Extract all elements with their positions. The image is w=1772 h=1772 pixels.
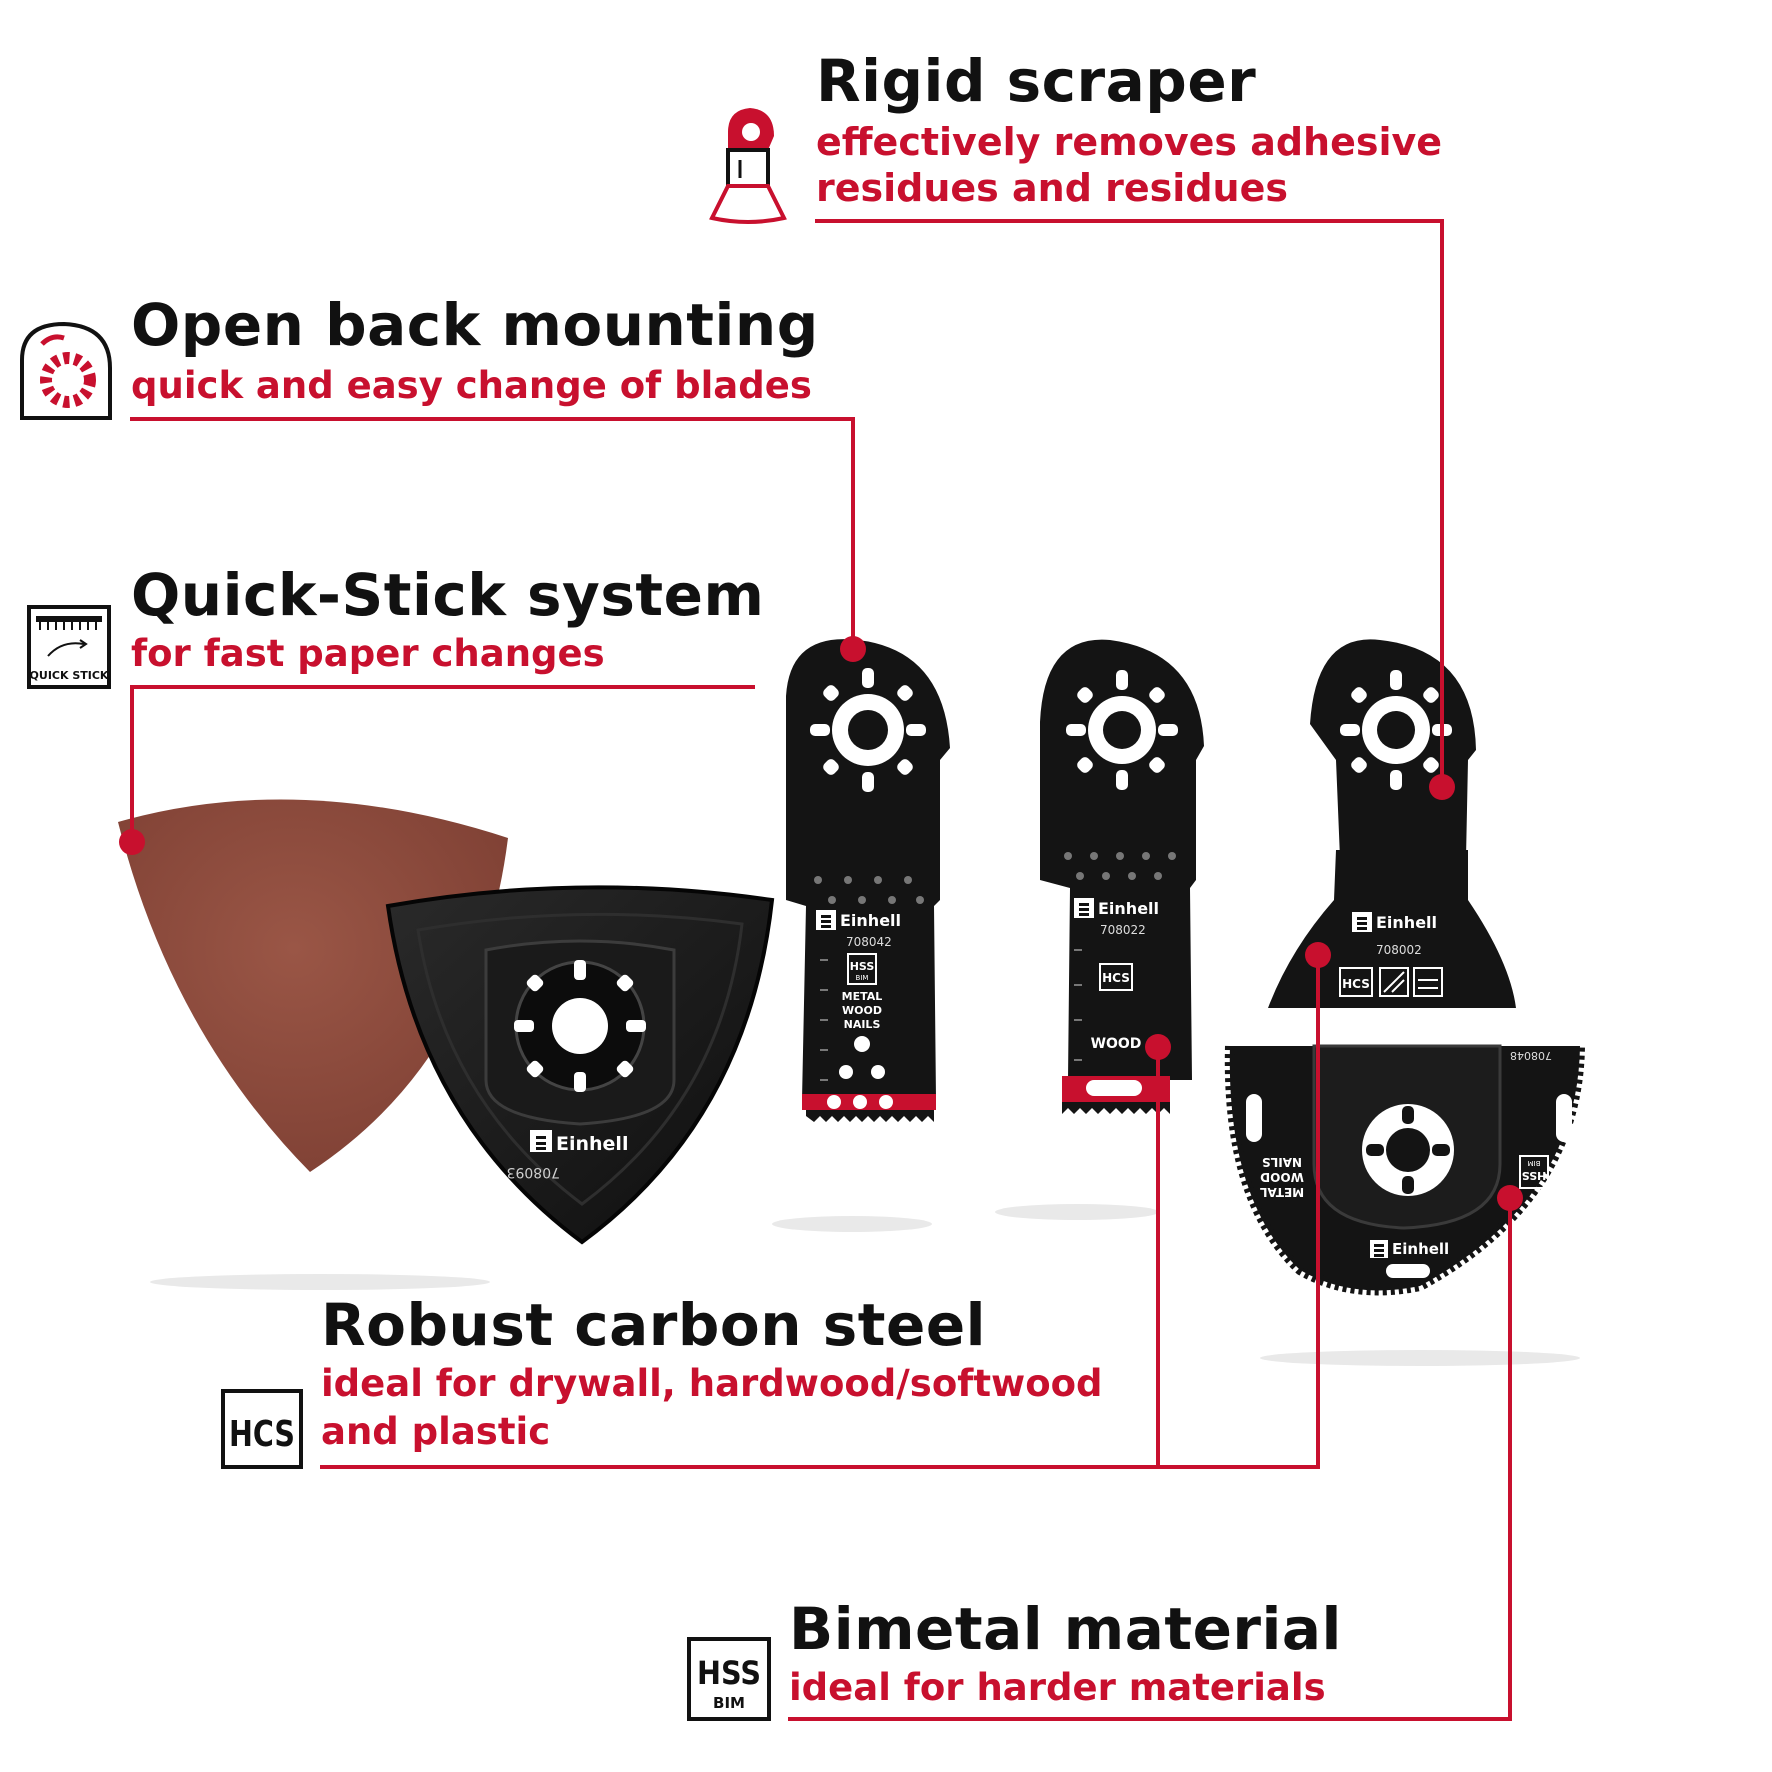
quick-stick-title: Quick-Stick system bbox=[131, 561, 765, 629]
blade2-brand: Einhell bbox=[1098, 899, 1159, 918]
bimetal-title: Bimetal material bbox=[789, 1595, 1342, 1663]
blade1-code: 708042 bbox=[846, 935, 892, 949]
sanding-pad-code: 708093 bbox=[507, 1164, 560, 1180]
scraper-icon bbox=[709, 108, 787, 224]
callout-rigid-scraper bbox=[815, 219, 1444, 786]
segment-material-1: METAL bbox=[1259, 1185, 1304, 1199]
floor-shadows bbox=[150, 1204, 1580, 1366]
blade1-badge-bottom: BIM bbox=[856, 974, 869, 982]
scraper-brand: Einhell bbox=[1376, 913, 1437, 932]
carbon-steel-desc-line2: and plastic bbox=[321, 1410, 551, 1453]
plunge-blade-wood: Einhell 708022 HCS WOOD bbox=[1040, 639, 1204, 1114]
hss-bim-icon: HSS BIM bbox=[687, 1637, 771, 1721]
segment-material-2: WOOD bbox=[1260, 1170, 1304, 1184]
hcs-icon-label: HCS bbox=[229, 1414, 295, 1455]
sanding-pad: Einhell 708093 bbox=[385, 885, 775, 1245]
quick-stick-icon: QUICK STICK bbox=[27, 605, 111, 689]
blade2-code: 708022 bbox=[1100, 923, 1146, 937]
segment-badge-bottom: BIM bbox=[1528, 1159, 1541, 1167]
segment-badge-top: HSS bbox=[1522, 1169, 1547, 1182]
segment-brand: Einhell bbox=[1392, 1240, 1449, 1258]
blade1-material-3: NAILS bbox=[844, 1018, 881, 1031]
open-back-mount-icon bbox=[20, 321, 112, 420]
rigid-scraper-blade: Einhell 708002 HCS bbox=[1268, 639, 1516, 1008]
callout-dots bbox=[119, 636, 1523, 1211]
blade1-brand: Einhell bbox=[840, 911, 901, 930]
open-back-title: Open back mounting bbox=[131, 291, 819, 359]
quick-stick-desc: for fast paper changes bbox=[131, 632, 605, 675]
blade2-material: WOOD bbox=[1091, 1036, 1142, 1052]
plunge-blade-bimetal: Einhell 708042 HSS BIM METAL WOOD NAILS bbox=[786, 639, 950, 1122]
scraper-badge: HCS bbox=[1342, 977, 1370, 991]
sandpaper-sheet bbox=[118, 799, 508, 1172]
rigid-scraper-desc-line1: effectively removes adhesive bbox=[816, 120, 1443, 164]
carbon-steel-title: Robust carbon steel bbox=[321, 1291, 987, 1359]
callout-lines bbox=[130, 219, 1512, 1721]
segment-saw-blade: Einhell 708048 METAL WOOD NAILS HSS BIM bbox=[1224, 1044, 1585, 1296]
callout-open-back bbox=[130, 417, 855, 648]
segment-material-3: NAILS bbox=[1262, 1155, 1302, 1169]
segment-code: 708048 bbox=[1510, 1049, 1552, 1062]
blade2-badge: HCS bbox=[1102, 971, 1130, 985]
blade1-material-1: METAL bbox=[842, 990, 883, 1003]
carbon-steel-desc-line1: ideal for drywall, hardwood/softwood bbox=[321, 1362, 1103, 1405]
quick-stick-icon-label: QUICK STICK bbox=[30, 669, 109, 682]
sanding-pad-brand: Einhell bbox=[556, 1133, 628, 1155]
hss-icon-label-top: HSS bbox=[697, 1654, 761, 1692]
open-back-desc: quick and easy change of blades bbox=[131, 364, 812, 407]
bimetal-desc: ideal for harder materials bbox=[789, 1666, 1326, 1709]
callout-bimetal bbox=[788, 1198, 1512, 1721]
rigid-scraper-desc-line2: residues and residues bbox=[816, 166, 1288, 210]
rigid-scraper-title: Rigid scraper bbox=[816, 47, 1257, 115]
hcs-icon: HCS bbox=[221, 1389, 303, 1469]
blade1-badge-top: HSS bbox=[850, 960, 875, 973]
callout-carbon-steel bbox=[320, 954, 1320, 1469]
scraper-code: 708002 bbox=[1376, 943, 1422, 957]
hss-icon-label-bottom: BIM bbox=[713, 1694, 745, 1712]
blade1-material-2: WOOD bbox=[842, 1004, 882, 1017]
